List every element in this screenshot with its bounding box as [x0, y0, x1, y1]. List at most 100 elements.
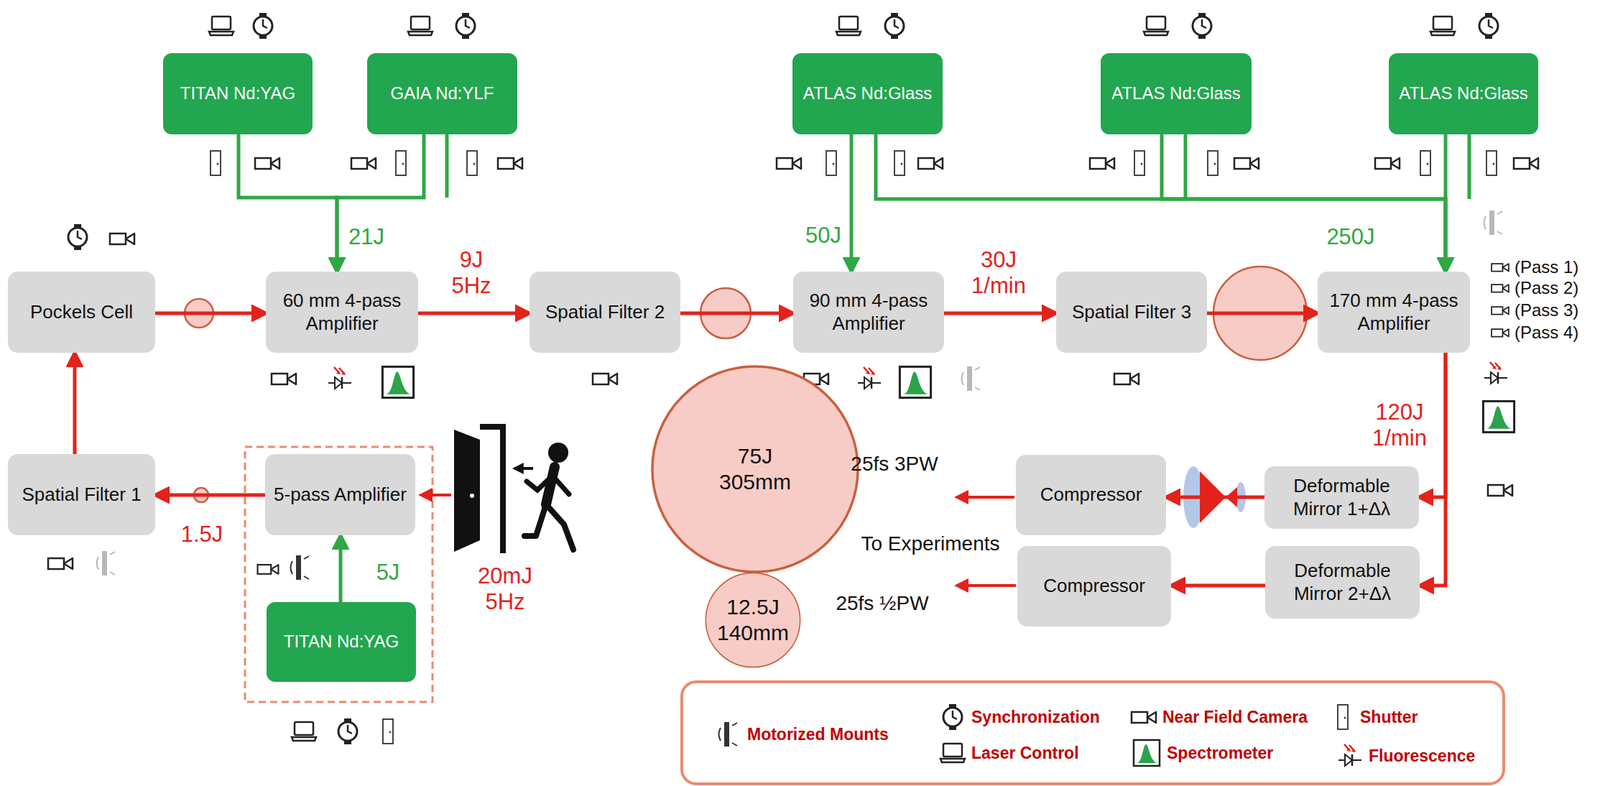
- amplifier-box: 170 mm 4-pass Amplifier: [1317, 271, 1470, 353]
- node-label: GAIA Nd:YLF: [390, 83, 494, 105]
- node-label: ATLAS Nd:Glass: [803, 83, 933, 105]
- beam-size-circle: 12.5J 140mm: [704, 571, 802, 669]
- legend-text: Shutter: [1360, 707, 1419, 727]
- node-label: 90 mm 4-pass Amplifier: [798, 289, 939, 335]
- pump-beam-arrow: [1161, 134, 1446, 272]
- pump-beam-arrow: [849, 134, 854, 272]
- laser-box: GAIA Nd:YLF: [367, 53, 518, 135]
- seed-label: 20mJ 5Hz: [477, 563, 533, 615]
- node-label: 75J 305mm: [719, 443, 792, 496]
- laser-box: TITAN Nd:YAG: [163, 53, 313, 135]
- laser-box: TITAN Nd:YAG: [266, 602, 416, 682]
- pockels-cell-box: Pockels Cell: [7, 271, 156, 353]
- near-field-camera-icon: [257, 564, 279, 575]
- laser-beam-arrow: [73, 352, 77, 455]
- node-label: TITAN Nd:YAG: [283, 631, 399, 653]
- laser-beam-arrow: [1166, 495, 1265, 500]
- node-label: Pockels Cell: [30, 301, 133, 324]
- output-label: 25fs ½PW: [835, 592, 929, 615]
- laser-box: ATLAS Nd:Glass: [792, 53, 943, 135]
- beam-size-circle: 75J 305mm: [650, 364, 860, 575]
- pass-label: (Pass 2): [1514, 278, 1579, 299]
- shutter-icon: [210, 150, 221, 176]
- shutter-icon: [1420, 150, 1431, 176]
- node-label: TITAN Nd:YAG: [180, 83, 296, 105]
- fluorescence-icon: [328, 367, 352, 389]
- synchronization-icon: [338, 718, 358, 745]
- node-label: Compressor: [1040, 483, 1143, 506]
- node-label: Compressor: [1043, 574, 1146, 598]
- laser-beam-arrow: [1207, 311, 1318, 316]
- energy-label: 1.5J: [181, 521, 224, 548]
- near-field-camera-icon: [1491, 263, 1509, 272]
- near-field-camera-icon: [497, 158, 523, 169]
- shutter-icon: [1486, 150, 1497, 176]
- near-field-camera-icon: [1234, 158, 1259, 169]
- energy-label: 5J: [376, 559, 401, 586]
- pump-beam-arrow: [336, 134, 424, 272]
- spatial-filter-box: Spatial Filter 3: [1056, 271, 1208, 353]
- laser-beam-arrow: [1418, 352, 1446, 498]
- node-label: 12.5J 140mm: [717, 594, 789, 646]
- amplifier-box: 5-pass Amplifier: [265, 454, 416, 536]
- node-label: ATLAS Nd:Glass: [1111, 83, 1241, 105]
- pump-beam-arrow: [1444, 134, 1448, 272]
- motorized-mount-icon: [290, 555, 310, 580]
- laser-box: ATLAS Nd:Glass: [1388, 53, 1539, 135]
- legend-text: Near Field Camera: [1162, 707, 1308, 727]
- pump-beam-arrow: [875, 134, 1446, 272]
- legend-text: Laser Control: [971, 743, 1080, 763]
- laser-control-icon: [209, 16, 234, 36]
- legend-text: Spectrometer: [1166, 743, 1274, 763]
- laser-control-icon: [291, 722, 317, 741]
- laser-control-icon: [1143, 16, 1169, 36]
- shutter-icon: [395, 150, 406, 176]
- circle-outline: [650, 364, 860, 575]
- legend-box: [681, 681, 1504, 784]
- fluorescence-icon: [857, 367, 881, 389]
- energy-label: 30J 1/min: [971, 247, 1026, 299]
- legend-text: Fluorescence: [1368, 746, 1475, 766]
- shutter-icon: [1134, 150, 1145, 176]
- laser-control-icon: [408, 16, 433, 36]
- deformable-mirror-box: Deformable Mirror 1+Δλ: [1264, 466, 1419, 529]
- laser-control-icon: [940, 743, 965, 763]
- shutter-icon: [1207, 150, 1218, 176]
- compressor-box: Compressor: [1015, 454, 1167, 536]
- near-field-camera-icon: [1487, 484, 1513, 496]
- motorized-mount-icon: [719, 722, 738, 747]
- pump-bus-lines: [446, 134, 1470, 200]
- energy-label: 21J: [348, 224, 385, 251]
- synchronization-icon: [943, 704, 963, 730]
- shutter-icon: [826, 150, 837, 176]
- node-label: Deformable Mirror 2+Δλ: [1270, 559, 1414, 605]
- laser-box: ATLAS Nd:Glass: [1100, 53, 1252, 135]
- energy-label: 250J: [1326, 224, 1375, 251]
- output-label: 25fs 3PW: [850, 452, 938, 476]
- pass-label: (Pass 1): [1514, 257, 1579, 278]
- laser-beam-arrow: [944, 311, 1057, 316]
- synchronization-icon: [1479, 12, 1498, 39]
- node-label: Deformable Mirror 1+Δλ: [1270, 474, 1414, 520]
- amplifier-box: 90 mm 4-pass Amplifier: [793, 271, 945, 353]
- shutter-icon: [466, 150, 478, 176]
- near-field-camera-icon: [1375, 158, 1400, 169]
- compressor-box: Compressor: [1017, 546, 1172, 627]
- synchronization-icon: [253, 12, 273, 39]
- synchronization-icon: [885, 12, 904, 39]
- shutter-icon: [1337, 704, 1348, 730]
- near-field-camera-icon: [776, 158, 802, 169]
- laser-beam-arrow: [418, 311, 530, 316]
- fluorescence-icon: [1484, 362, 1508, 384]
- spectrometer-icon: [1133, 740, 1160, 766]
- laser-beam-arrow: [155, 311, 266, 316]
- near-field-camera-icon: [48, 558, 73, 570]
- near-field-camera-icon: [1491, 284, 1509, 293]
- node-label: Spatial Filter 2: [545, 301, 665, 324]
- door-person-symbol: [454, 426, 574, 554]
- near-field-camera-icon: [351, 158, 376, 169]
- laser-beam-arrow: [1419, 352, 1446, 586]
- spatial-filter-box: Spatial Filter 1: [7, 454, 156, 536]
- laser-beam-arrow: [155, 493, 266, 498]
- spatial-filter-box: Spatial Filter 2: [529, 271, 681, 353]
